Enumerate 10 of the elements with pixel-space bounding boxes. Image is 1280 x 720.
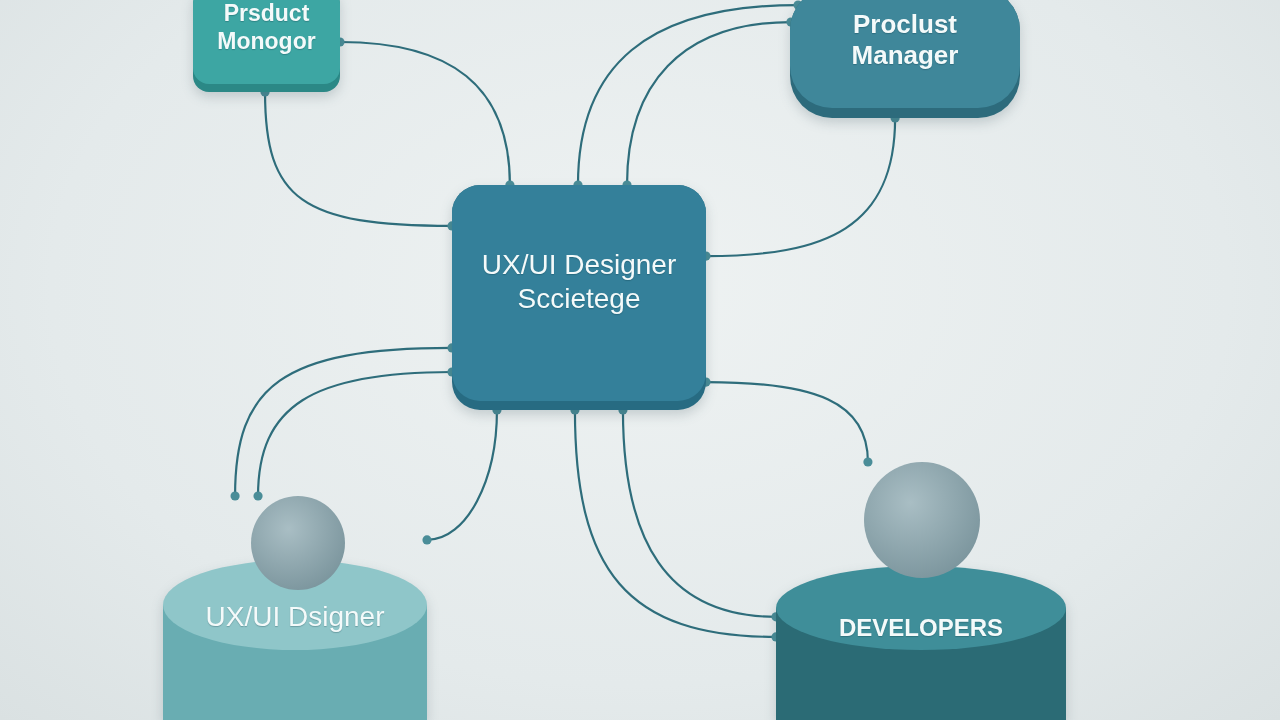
node-label: DEVELOPERS xyxy=(838,613,1003,643)
node-label: UX/UI Designer Sccietege xyxy=(480,248,678,316)
cylinder-pedestal xyxy=(776,462,1066,720)
role-card xyxy=(193,0,340,92)
center-card xyxy=(452,185,706,410)
role-card xyxy=(790,0,1020,118)
node-label: UX/UI Dsigner xyxy=(205,600,385,634)
node-label: Prsduct Monogor xyxy=(216,0,317,56)
node-label: Proclust Manager xyxy=(850,8,960,72)
cylinder-pedestal xyxy=(163,496,427,720)
